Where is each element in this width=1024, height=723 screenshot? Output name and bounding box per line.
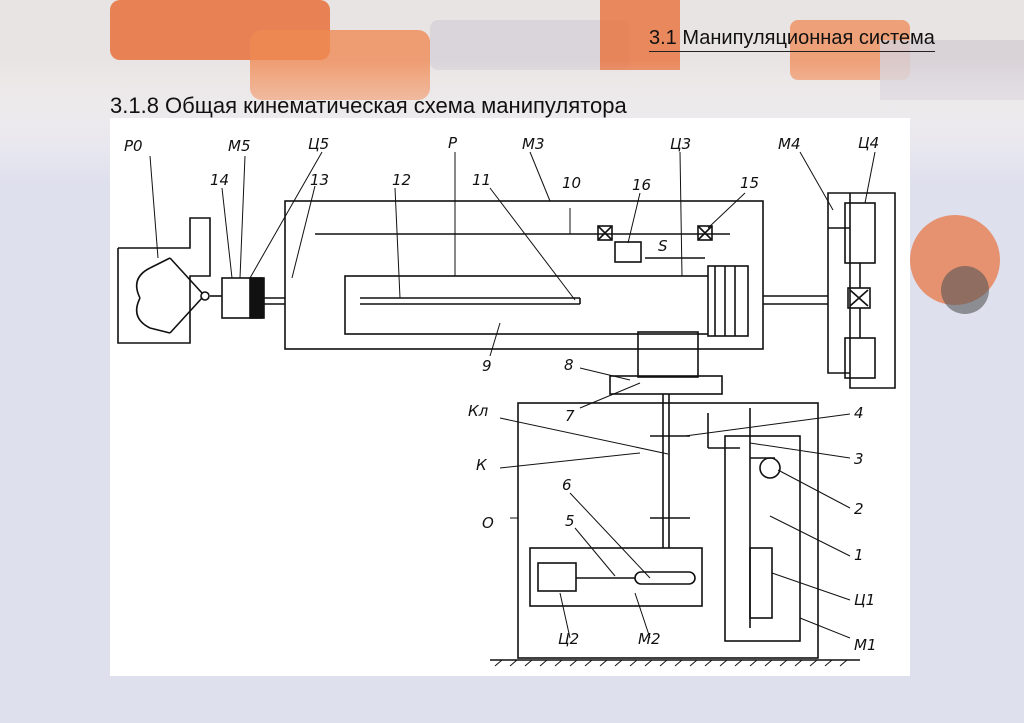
kinematic-diagram: Р0 М5 Ц5 Р М3 Ц3 М4 Ц4 14 13 12 11 10 16… (110, 118, 910, 676)
label-10: 10 (562, 174, 581, 192)
label-8: 8 (564, 356, 574, 374)
label-m1: М1 (854, 636, 877, 654)
label-c1: Ц1 (854, 591, 875, 609)
label-c2: Ц2 (558, 630, 579, 648)
label-16: 16 (632, 176, 651, 194)
label-9: 9 (482, 357, 492, 375)
label-c3: Ц3 (670, 135, 691, 153)
label-s: S (658, 237, 668, 255)
label-3: 3 (854, 450, 864, 468)
label-m4: М4 (778, 135, 801, 153)
gripper-housing (117, 217, 211, 344)
label-11: 11 (472, 171, 491, 189)
label-kl: Кл (468, 402, 489, 420)
label-1: 1 (854, 546, 864, 564)
label-5: 5 (565, 512, 575, 530)
carriage-m3 (284, 200, 764, 350)
label-o: О (482, 514, 494, 532)
label-p: Р (448, 134, 458, 152)
label-m2: М2 (638, 630, 661, 648)
module-m2 (529, 547, 703, 607)
base-o (517, 402, 819, 659)
label-15: 15 (740, 174, 759, 192)
slide-title: 3.1.8 Общая кинематическая схема манипул… (110, 93, 627, 118)
label-12: 12 (392, 171, 411, 189)
label-14: 14 (210, 171, 229, 189)
column (637, 331, 699, 378)
label-p0: Р0 (124, 137, 143, 155)
section-title: 3.1 Манипуляционная система (649, 27, 935, 52)
label-6: 6 (562, 476, 572, 494)
label-c4: Ц4 (858, 134, 879, 152)
label-m3: М3 (522, 135, 545, 153)
rotation-module-m4 (827, 192, 896, 389)
label-2: 2 (854, 500, 864, 518)
label-13: 13 (310, 171, 329, 189)
label-7: 7 (565, 407, 575, 425)
label-m5: М5 (228, 137, 251, 155)
label-c5: Ц5 (308, 135, 329, 153)
label-4: 4 (854, 404, 864, 422)
label-k: К (476, 456, 488, 474)
